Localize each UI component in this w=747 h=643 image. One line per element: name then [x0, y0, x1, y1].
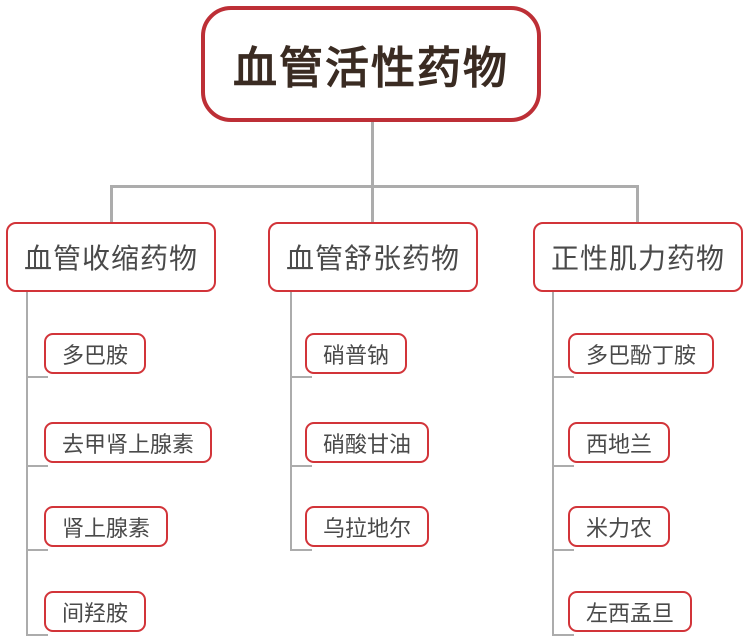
- connector-drop-right: [636, 186, 639, 222]
- connector-root-stem: [371, 120, 374, 186]
- leaf-node-urapidil: 乌拉地尔: [305, 506, 430, 547]
- connector-branch1-stub-4: [26, 634, 48, 636]
- connector-drop-left: [110, 186, 113, 222]
- leaf-node-dopamine: 多巴胺: [44, 333, 147, 374]
- connector-spine: [110, 185, 639, 188]
- connector-branch3-rail: [552, 291, 554, 636]
- connector-branch1-stub-2: [26, 465, 48, 467]
- connector-branch2-stub-1: [290, 376, 312, 378]
- connector-branch3-stub-3: [552, 549, 574, 551]
- leaf-node-dobutamine: 多巴酚丁胺: [568, 333, 715, 374]
- leaf-node-metaraminol: 间羟胺: [44, 591, 147, 632]
- leaf-node-epinephrine: 肾上腺素: [44, 506, 169, 547]
- branch-node-vasoconstrictors: 血管收缩药物: [5, 222, 217, 292]
- connector-branch1-stub-3: [26, 549, 48, 551]
- root-node-vasoactive-drugs: 血管活性药物: [201, 6, 541, 122]
- connector-branch1-stub-1: [26, 376, 48, 378]
- branch-node-vasodilators: 血管舒张药物: [267, 222, 479, 292]
- connector-drop-center: [371, 186, 374, 222]
- leaf-node-levosimendan: 左西孟旦: [568, 591, 693, 632]
- leaf-node-norepinephrine: 去甲肾上腺素: [44, 422, 213, 463]
- leaf-node-milrinone: 米力农: [568, 506, 671, 547]
- branch-node-inotropes: 正性肌力药物: [532, 222, 744, 292]
- leaf-node-cedilanid: 西地兰: [568, 422, 671, 463]
- connector-branch3-stub-1: [552, 376, 574, 378]
- connector-branch3-stub-4: [552, 634, 574, 636]
- connector-branch2-stub-2: [290, 465, 312, 467]
- connector-branch2-rail: [290, 291, 292, 551]
- leaf-node-nitroglycerin: 硝酸甘油: [305, 422, 430, 463]
- connector-branch3-stub-2: [552, 465, 574, 467]
- leaf-node-nitroprusside: 硝普钠: [305, 333, 408, 374]
- connector-branch2-stub-3: [290, 549, 312, 551]
- connector-branch1-rail: [26, 291, 28, 636]
